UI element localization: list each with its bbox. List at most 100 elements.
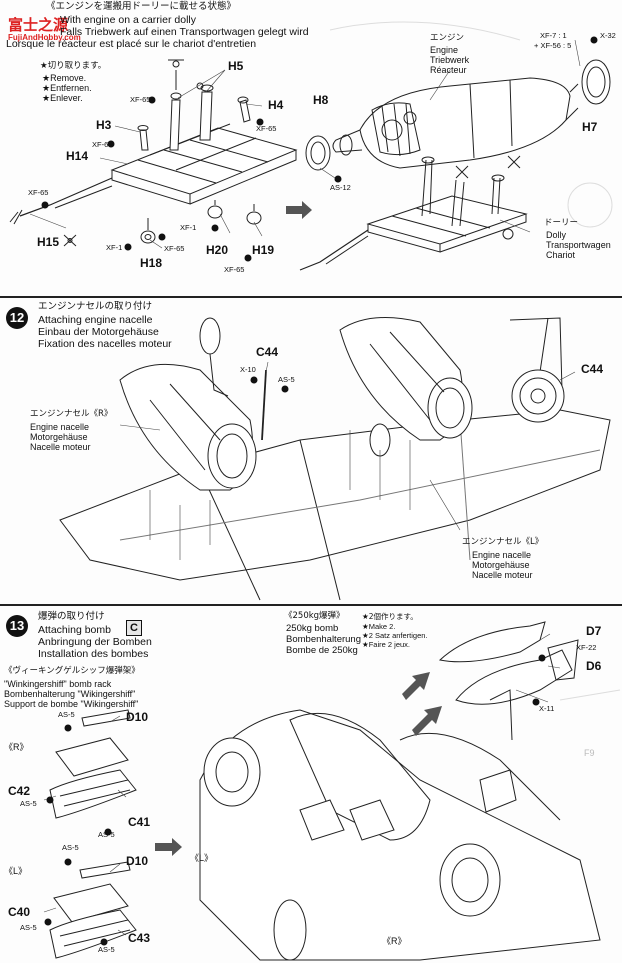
part-d10: D10 (126, 854, 149, 868)
part-h5: H5 (228, 59, 244, 73)
nacelle-l-en: Engine nacelle (472, 550, 532, 560)
remove-note-en: ★Remove. (42, 73, 87, 83)
bomb-title-jp: 《250kg爆弾》 (284, 611, 345, 621)
paint-mix-1: XF-7 : 1 (540, 31, 567, 40)
paint-x11: X-11 (539, 704, 555, 713)
paint-xf65: XF-65 (224, 265, 245, 274)
step12-title-en: Attaching engine nacelle (38, 314, 153, 326)
make2-jp: ★2個作ります。 (362, 612, 418, 621)
part-h8: H8 (313, 93, 329, 107)
paint-xf22: XF-22 (576, 643, 597, 652)
step13-title-jp: 爆弾の取り付け (38, 611, 105, 622)
paint-as5: AS-5 (98, 830, 115, 839)
make2-fr: ★Faire 2 jeux. (362, 640, 410, 649)
part-h15: H15 (37, 235, 60, 249)
paint-xf1: XF-1 (106, 243, 123, 252)
paint-as5: AS-5 (58, 710, 75, 719)
rack-title-fr: Support de bombe "Wikingershiff" (4, 699, 139, 709)
nacelle-l-fr: Nacelle moteur (472, 570, 533, 580)
sprue-letter-box: C (126, 620, 142, 636)
aircraft-side-r-label: 《R》 (382, 936, 407, 946)
part-h7: H7 (582, 120, 598, 134)
bomb-title-fr: Bombe de 250kg (286, 645, 358, 656)
engine-label-fr: Réacteur (430, 65, 467, 75)
paint-as5: AS-5 (62, 843, 79, 852)
step13-title-de: Anbringung der Bomben (38, 636, 152, 648)
nacelle-r-en: Engine nacelle (30, 422, 90, 432)
make2-de: ★2 Satz anfertigen. (362, 631, 428, 640)
paint-xf65: XF-65 (28, 188, 49, 197)
dolly-label-de: Transportwagen (546, 240, 611, 250)
bomb-title-de: Bombenhalterung (286, 634, 361, 645)
paint-xf65: XF-65 (164, 244, 185, 253)
watermark-brand: 富士之源 (8, 16, 69, 34)
part-h19: H19 (252, 243, 275, 257)
part-d7: D7 (586, 624, 602, 638)
part-c44-inset: C44 (581, 362, 604, 376)
paint-x32: X-32 (600, 31, 616, 40)
remove-note-jp: ★切り取ります。 (40, 61, 107, 71)
part-c41: C41 (128, 815, 151, 829)
paint-as5: AS-5 (20, 923, 37, 932)
paint-as5: AS-5 (98, 945, 115, 954)
nacelle-l-de: Motorgehäuse (472, 560, 530, 570)
step11-title-de: Falls Triebwerk auf einen Transportwagen… (60, 26, 309, 38)
step12-title-de: Einbau der Motorgehäuse (38, 326, 159, 338)
part-d6: D6 (586, 659, 602, 673)
step13-title-en: Attaching bomb (38, 624, 111, 636)
nacelle-r-fr: Nacelle moteur (30, 442, 91, 452)
paint-xf65: XF-65 (130, 95, 151, 104)
nacelle-l-jp: エンジンナセル《L》 (462, 537, 544, 547)
paint-as5: AS-5 (278, 375, 295, 384)
engine-label-jp: エンジン (430, 33, 465, 43)
section-divider (0, 604, 622, 606)
dolly-label-jp: ドーリー (544, 218, 579, 228)
dolly-label-fr: Chariot (546, 250, 576, 260)
engine-label-de: Triebwerk (430, 55, 470, 65)
section-divider (0, 296, 622, 298)
step-number-badge: 12 (6, 307, 28, 329)
aircraft-side-l-label: 《L》 (190, 853, 214, 863)
bomb-title-en: 250kg bomb (286, 623, 339, 634)
remove-note-fr: ★Enlever. (42, 93, 83, 103)
paint-as12: AS-12 (330, 183, 351, 192)
watermark-url: FujiAndHobby.com (8, 33, 81, 42)
paint-xf65: XF-65 (256, 124, 277, 133)
step13-title-fr: Installation des bombes (38, 648, 149, 660)
part-h3: H3 (96, 118, 112, 132)
paint-as5: AS-5 (20, 799, 37, 808)
make2-en: ★Make 2. (362, 622, 396, 631)
part-d10: D10 (126, 710, 149, 724)
part-c44: C44 (256, 345, 279, 359)
paint-xf1: XF-1 (180, 223, 197, 232)
paint-mix-2: + XF-56 : 5 (534, 41, 572, 50)
step11-title-en: With engine on a carrier dolly (60, 14, 196, 26)
part-h20: H20 (206, 243, 229, 257)
step12-title-jp: エンジンナセルの取り付け (38, 301, 153, 312)
rack-title-de: Bombenhalterung "Wikingershiff" (4, 689, 136, 699)
rack-title-en: "Winkingershiff" bomb rack (4, 679, 112, 689)
step11-title-fr: Lorsque le réacteur est placé sur le cha… (6, 38, 257, 50)
remove-note-de: ★Entfernen. (42, 83, 92, 93)
nacelle-r-jp: エンジンナセル《R》 (30, 409, 113, 419)
part-h18: H18 (140, 256, 163, 270)
step-number-badge: 13 (6, 615, 28, 637)
part-c43: C43 (128, 931, 151, 945)
step11-title-jp: 《エンジンを運搬用ドーリーに載せる状態》 (46, 1, 237, 12)
part-h4: H4 (268, 98, 284, 112)
part-h14: H14 (66, 149, 89, 163)
side-r-label: 《R》 (4, 742, 29, 752)
side-l-label: 《L》 (4, 866, 28, 876)
part-c42: C42 (8, 784, 31, 798)
engine-label-en: Engine (430, 45, 459, 55)
step12-title-fr: Fixation des nacelles moteur (38, 338, 172, 350)
nacelle-r-de: Motorgehäuse (30, 432, 88, 442)
part-c40: C40 (8, 905, 31, 919)
ghost-label: F9 (584, 748, 595, 758)
paint-xf65: XF-65 (92, 140, 113, 149)
paint-x10: X-10 (240, 365, 256, 374)
dolly-label-en: Dolly (546, 230, 567, 240)
rack-title-jp: 《ヴィーキングゲルシッフ爆弾架》 (4, 666, 140, 676)
